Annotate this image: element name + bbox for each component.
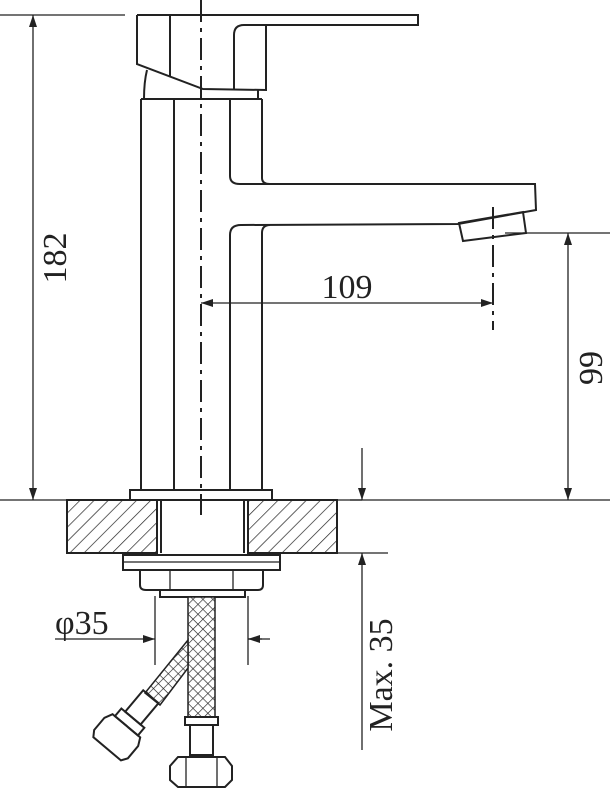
lever-handle (136, 14, 419, 100)
max-thickness-dimension: Max. 35 (350, 448, 400, 750)
spout-reach-label: 109 (322, 269, 373, 306)
reach-dimension-109: 109 (201, 269, 493, 307)
hose-nut-angled (92, 713, 142, 762)
diameter-label: φ35 (55, 605, 109, 642)
height-dimension-182: 182 (0, 14, 128, 501)
faucet-body (129, 98, 538, 501)
hose-nut-straight (169, 756, 233, 788)
total-height-label: 182 (37, 233, 74, 284)
supply-hoses (92, 596, 233, 788)
countertop-section (66, 499, 388, 554)
max-thickness-label: Max. 35 (363, 618, 400, 731)
diameter-dimension-35: φ35 (55, 596, 270, 665)
spout-height-label: 99 (573, 351, 610, 385)
mounting-hardware (122, 554, 281, 598)
